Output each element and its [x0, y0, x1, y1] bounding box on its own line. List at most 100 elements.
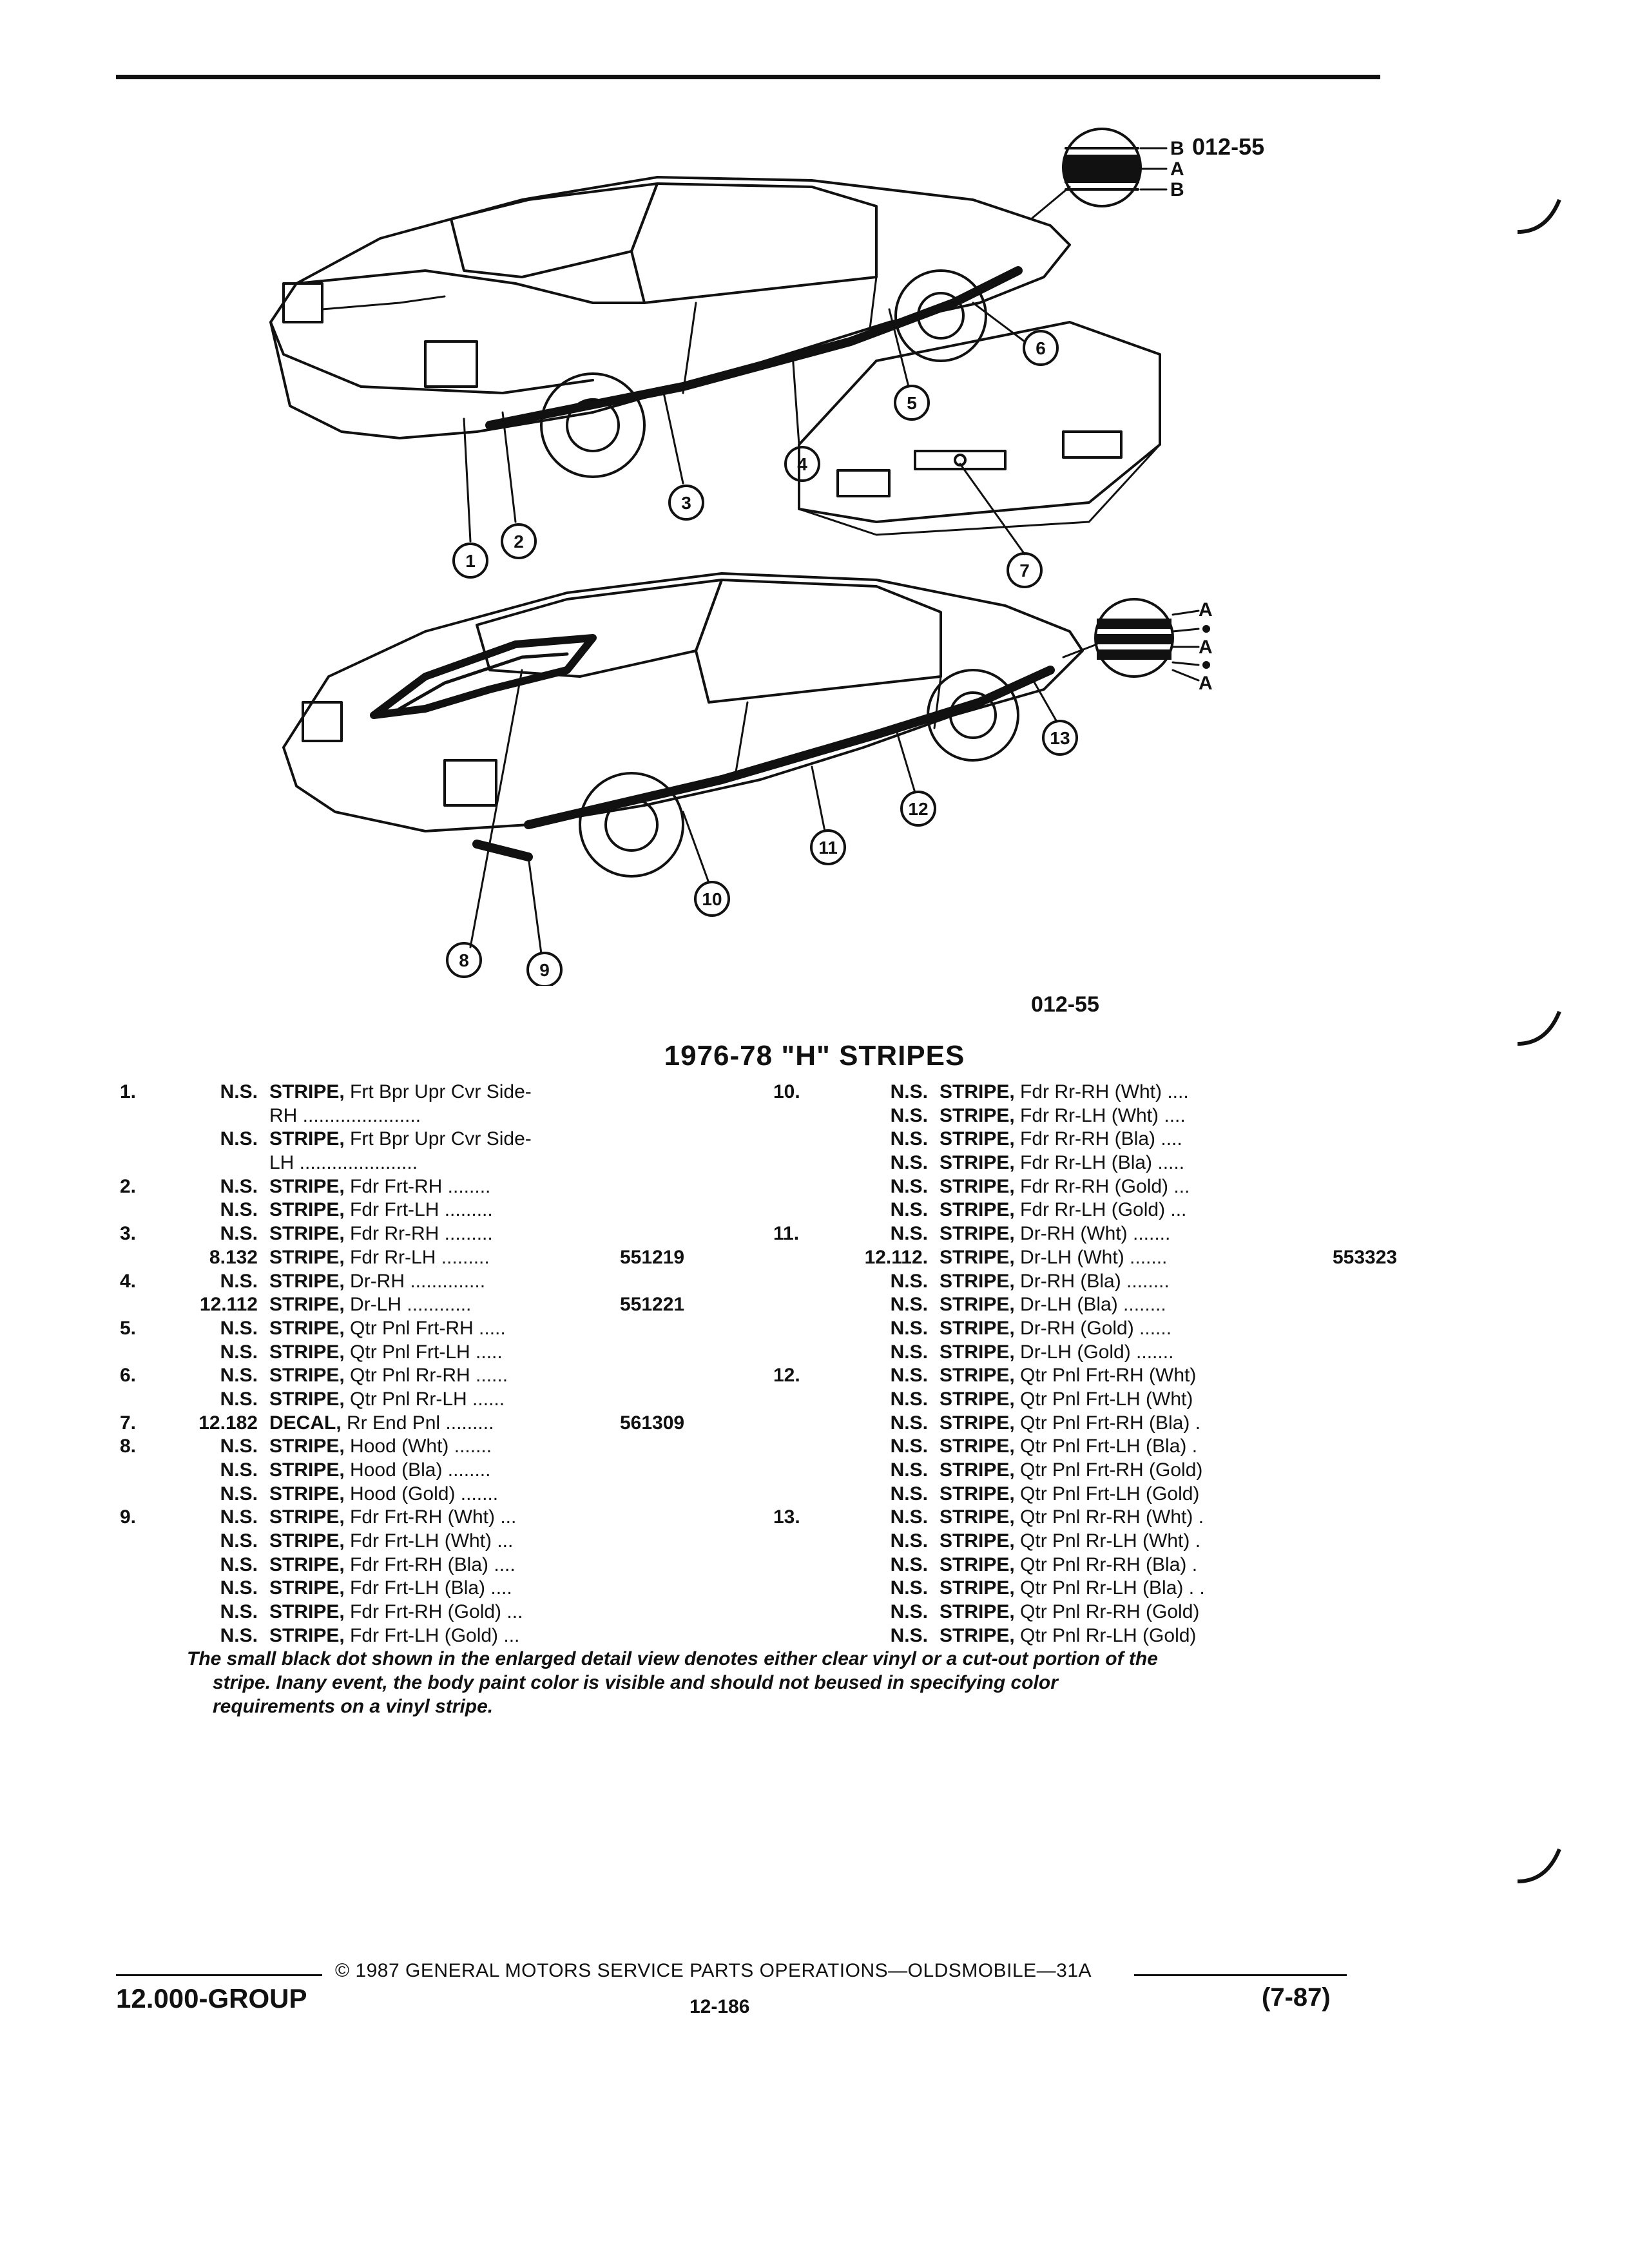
part-keyword: STRIPE, [269, 1483, 345, 1504]
illustration-number: 12.112 [199, 1294, 258, 1316]
section-title: 1976-78 "H" STRIPES [664, 1040, 965, 1072]
parts-row: N.S.STRIPE, Hood (Gold) ....... [116, 1483, 767, 1506]
parts-row: N.S. STRIPE, Qtr Pnl Rr-LH (Bla) . . [767, 1577, 1385, 1600]
callout-circle-12 [900, 791, 936, 827]
part-description: STRIPE, Fdr Frt-LH (Wht) ... [269, 1530, 513, 1553]
bottom-car-roof [695, 579, 942, 704]
bottom-inset-label-A2: A [1199, 637, 1213, 658]
parts-row: N.S.STRIPE, Qtr Pnl Frt-LH (Bla) . [767, 1435, 1385, 1459]
part-keyword: STRIPE, [940, 1341, 1015, 1363]
part-keyword: STRIPE, [940, 1270, 1015, 1292]
part-detail: Fdr Rr-LH (Wht) .... [1014, 1104, 1186, 1126]
bottom-car-hood-stripe-inner [398, 652, 569, 711]
part-keyword: STRIPE, [269, 1199, 345, 1221]
illustration-number: N.S. [890, 1388, 928, 1410]
part-description: STRIPE, Fdr Rr-RH (Bla) .... [940, 1128, 1182, 1151]
parts-row: 1.N.S.STRIPE, Frt Bpr Upr Cvr Side- [116, 1081, 767, 1104]
bottom-inset-circle [1094, 598, 1174, 678]
parts-row: N.S.STRIPE, Fdr Frt-LH ......... [116, 1198, 767, 1222]
illustration-number: N.S. [220, 1365, 258, 1387]
part-keyword: STRIPE, [269, 1294, 345, 1316]
part-description: STRIPE, Fdr Rr-RH (Gold) ... [940, 1175, 1190, 1198]
callout-circle-13 [1042, 720, 1078, 756]
illustration-number: N.S. [890, 1081, 928, 1102]
part-keyword: STRIPE, [940, 1128, 1015, 1150]
item-number: 10. [773, 1081, 800, 1102]
part-detail: Frt Bpr Upr Cvr Side- [344, 1081, 532, 1102]
callout-label-4: 4 [797, 454, 807, 474]
illustration-number: N.S. [890, 1104, 928, 1126]
illustration-number: N.S. [890, 1506, 928, 1528]
inset-letter-labels: B A B 012-55 A A A [1170, 133, 1264, 694]
callout-label-12: 12 [908, 799, 928, 819]
parts-row: N.S.STRIPE, Dr-RH (Bla) ........ [767, 1270, 1385, 1294]
illustration-number: N.S. [220, 1601, 258, 1623]
footer-rule-left [116, 1974, 322, 1976]
part-description: STRIPE, Frt Bpr Upr Cvr Side- [269, 1128, 532, 1151]
top-car-windshield [450, 182, 659, 278]
parts-row: RH ...................... [116, 1104, 767, 1128]
part-description: RH ...................... [269, 1104, 421, 1128]
illustration-number: N.S. [220, 1577, 258, 1599]
illustration-number: N.S. [220, 1388, 258, 1410]
parts-row: N.S.STRIPE, Fdr Frt-LH (Bla) .... [116, 1577, 767, 1600]
part-description: STRIPE, Qtr Pnl Rr-LH (Bla) . . [940, 1577, 1205, 1600]
part-description: STRIPE, Dr-LH (Bla) ........ [940, 1293, 1166, 1316]
part-description: STRIPE, Qtr Pnl Rr-RH ...... [269, 1364, 508, 1387]
part-description: STRIPE, Qtr Pnl Frt-LH (Gold) [940, 1483, 1199, 1506]
margin-mark-3 [1517, 1848, 1561, 1883]
parts-row: N.S.STRIPE, Qtr Pnl Frt-LH (Wht) [767, 1388, 1385, 1412]
footnote: The small black dot shown in the enlarge… [187, 1647, 1347, 1718]
top-car-headlight-left [282, 282, 323, 323]
top-inset [1030, 128, 1168, 220]
part-description: STRIPE, Qtr Pnl Rr-LH (Wht) . [940, 1530, 1200, 1553]
illustration-number: N.S. [890, 1223, 928, 1245]
part-description: STRIPE, Dr-LH ............ [269, 1293, 471, 1316]
parts-row: N.S.STRIPE, Qtr Pnl Frt-LH (Gold) [767, 1483, 1385, 1506]
illustration-svg: 1 2 3 4 5 6 7 8 9 10 11 12 13 B A B 012-… [269, 128, 1264, 988]
car-stripe-illustration: 1 2 3 4 5 6 7 8 9 10 11 12 13 B A B 012-… [232, 110, 1327, 988]
part-keyword: STRIPE, [269, 1365, 345, 1387]
parts-row: N.S.STRIPE, Qtr Pnl Rr-LH (Wht) . [767, 1530, 1385, 1553]
parts-row: N.S.STRIPE, Frt Bpr Upr Cvr Side- [116, 1128, 767, 1151]
part-keyword: STRIPE, [269, 1388, 345, 1410]
part-description: STRIPE, Fdr Frt-RH (Wht) ... [269, 1506, 516, 1529]
bottom-inset [1062, 598, 1210, 682]
top-figure-ref: 012-55 [1192, 133, 1264, 160]
part-detail: Dr-LH ............ [344, 1294, 472, 1316]
rear-bumper [798, 443, 1161, 536]
part-detail: Fdr Frt-RH (Gold) ... [344, 1601, 523, 1623]
illustration-number: N.S. [890, 1199, 928, 1221]
callout-label-10: 10 [702, 889, 722, 909]
bottom-inset-dot-1 [1202, 625, 1210, 633]
part-description: STRIPE, Qtr Pnl Rr-RH (Gold) [940, 1600, 1199, 1624]
part-keyword: STRIPE, [269, 1459, 345, 1481]
bottom-inset-band-2 [1097, 634, 1171, 644]
bottom-inset-label-A1: A [1199, 599, 1213, 620]
top-inset-circle [1062, 128, 1142, 207]
part-description: STRIPE, Qtr Pnl Frt-LH (Bla) . [940, 1435, 1197, 1458]
part-description: STRIPE, Frt Bpr Upr Cvr Side- [269, 1081, 532, 1104]
parts-row: N.S.STRIPE, Dr-LH (Gold) ....... [767, 1341, 1385, 1365]
part-description: STRIPE, Qtr Pnl Rr-RH (Wht) . [940, 1506, 1204, 1529]
part-description: STRIPE, Dr-RH .............. [269, 1270, 485, 1293]
part-detail: Dr-LH (Gold) ....... [1014, 1341, 1174, 1363]
part-detail: Hood (Gold) ....... [344, 1483, 499, 1504]
part-description: STRIPE, Qtr Pnl Frt-RH (Bla) . [940, 1412, 1200, 1435]
part-description: STRIPE, Qtr Pnl Frt-LH ..... [269, 1341, 503, 1364]
part-keyword: STRIPE, [269, 1270, 345, 1292]
item-number: 3. [120, 1223, 137, 1245]
item-number: 6. [120, 1365, 137, 1387]
top-car-front-wheel [540, 372, 646, 478]
part-number: 553323 [1333, 1246, 1398, 1268]
illustration-number: N.S. [890, 1175, 928, 1197]
part-keyword: STRIPE, [940, 1459, 1015, 1481]
bottom-car-side-stripe [524, 666, 1055, 829]
parts-row: N.S.STRIPE, Qtr Pnl Frt-LH ..... [116, 1341, 767, 1365]
illustration-number: N.S. [890, 1577, 928, 1599]
top-inset-label-B2: B [1170, 179, 1184, 200]
part-detail: Hood (Bla) ........ [344, 1459, 491, 1481]
part-detail: Fdr Frt-RH ........ [344, 1175, 491, 1197]
illustration-number: N.S. [220, 1624, 258, 1646]
part-detail: Fdr Frt-LH (Gold) ... [344, 1624, 520, 1646]
